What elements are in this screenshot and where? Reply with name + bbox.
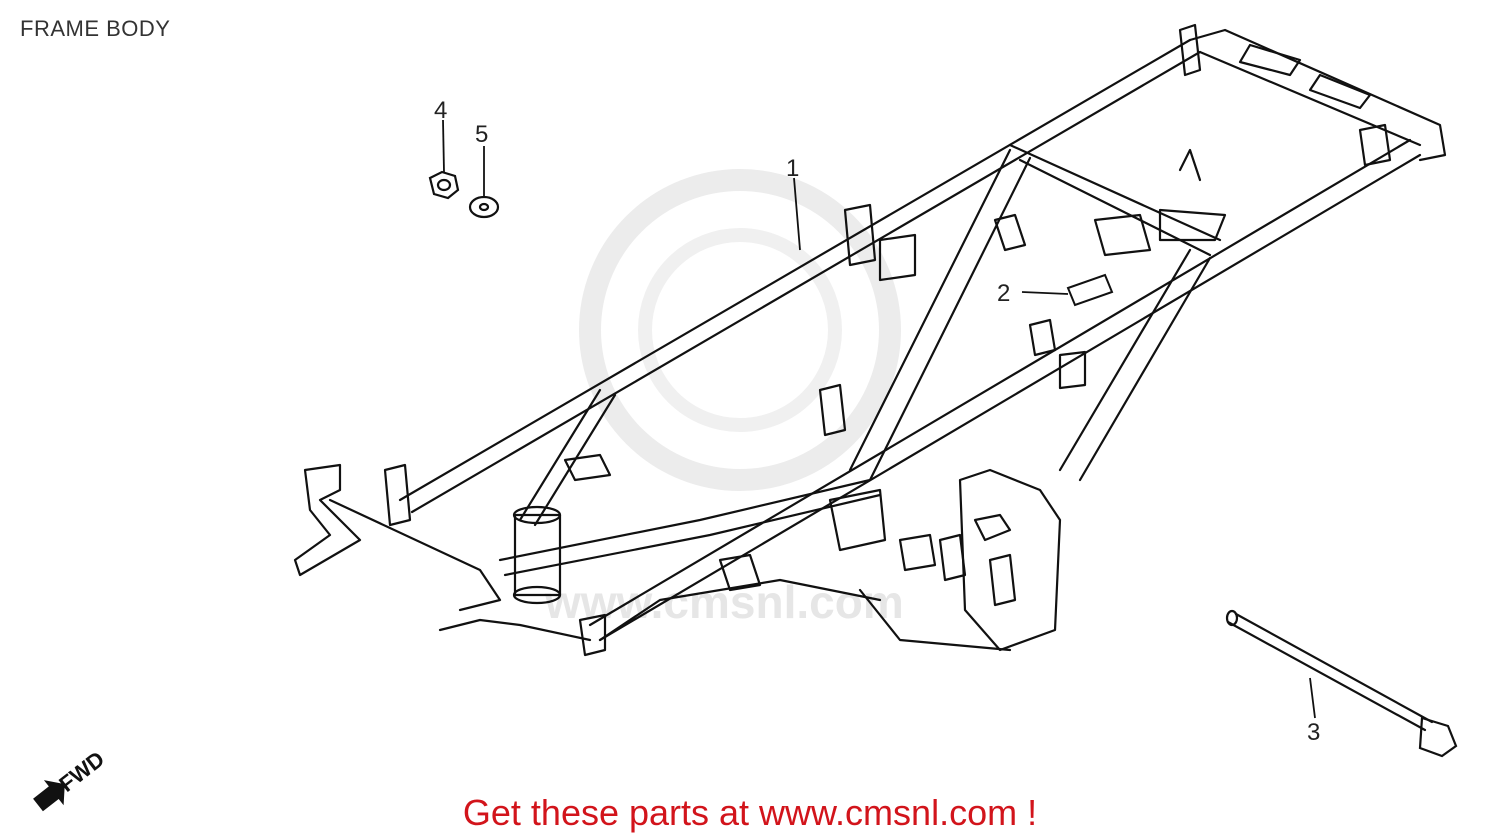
nut (428, 170, 460, 200)
washer (468, 195, 500, 219)
label-sticker (1066, 273, 1114, 307)
fwd-label: FWD (54, 746, 109, 797)
callout-2: 2 (997, 280, 1010, 307)
bolt (1225, 609, 1458, 758)
callout-1: 1 (786, 155, 799, 182)
promo-text[interactable]: Get these parts at www.cmsnl.com ! (462, 792, 1038, 833)
leader-lines (442, 119, 1316, 719)
callout-4: 4 (434, 97, 447, 124)
frame-body (293, 23, 1447, 657)
page-title: FRAME BODY (20, 16, 171, 41)
callout-5: 5 (475, 121, 488, 148)
callout-3: 3 (1307, 719, 1320, 746)
